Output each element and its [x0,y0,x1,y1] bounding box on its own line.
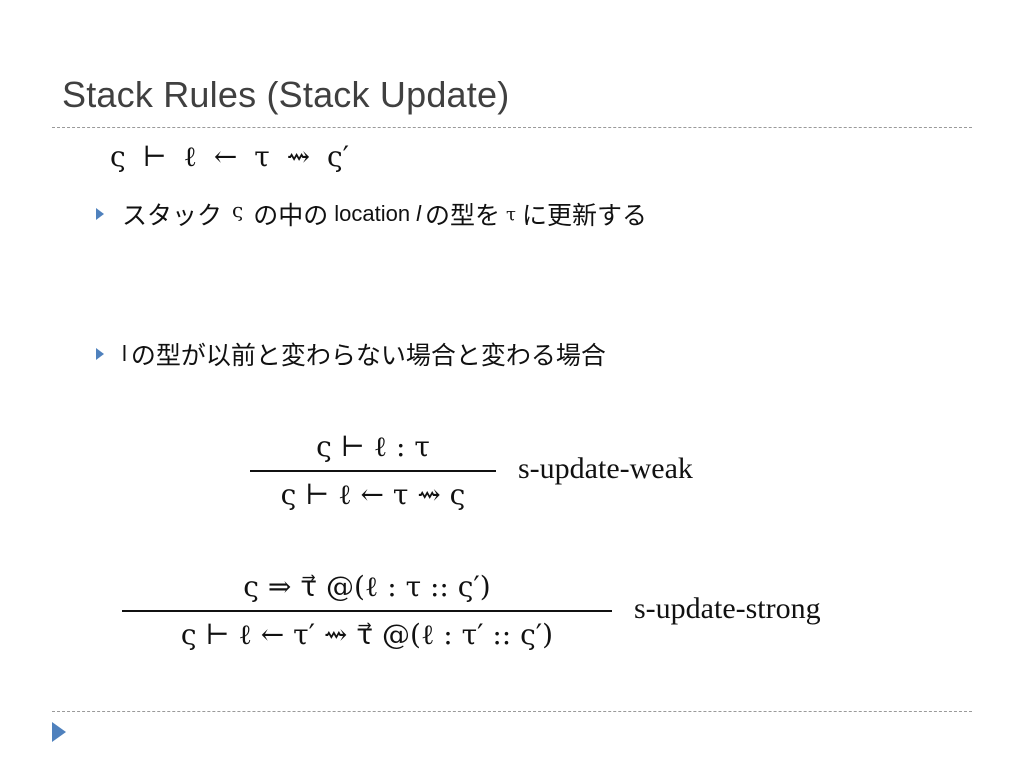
tau-symbol: τ [505,203,516,225]
rule-name: s-update-weak [518,452,693,485]
footer-divider [52,711,972,712]
bullet-text: の型が以前と変わらない場合と変わる場合 [130,341,606,370]
rule-conclusion: ς ⊢ ℓ ← τ ⇝ ς [280,478,466,511]
bullet-item-cases: l の型が以前と変わらない場合と変わる場合 [96,336,606,372]
bullet-text-part2: の中の [253,201,329,230]
stack-update-judgement: ς ⊢ ℓ ← τ ⇝ ς′ [110,140,350,173]
inference-fraction: ς ⇒ τ⃗ @(ℓ : τ :: ς′) ς ⊢ ℓ ← τ′ ⇝ τ⃗ @(… [122,570,612,652]
location-var: l [416,201,421,226]
title-divider [52,127,972,128]
location-var: l [122,341,127,366]
footer-triangle-icon [52,722,66,742]
location-word: location [334,201,411,226]
rule-conclusion: ς ⊢ ℓ ← τ′ ⇝ τ⃗ @(ℓ : τ′ :: ς′) [180,618,554,651]
rule-s-update-strong: ς ⇒ τ⃗ @(ℓ : τ :: ς′) ς ⊢ ℓ ← τ′ ⇝ τ⃗ @(… [122,570,821,652]
bullet-triangle-icon [96,348,104,360]
rule-premise: ς ⇒ τ⃗ @(ℓ : τ :: ς′) [243,570,491,603]
bullet-text-part1: スタック [122,201,223,230]
inference-fraction: ς ⊢ ℓ : τ ς ⊢ ℓ ← τ ⇝ ς [250,430,496,512]
rule-name: s-update-strong [634,592,821,625]
stack-symbol: ς [232,198,244,222]
inference-bar [250,470,496,472]
slide-title: Stack Rules (Stack Update) [62,74,510,115]
bullet-text-part4: に更新する [521,201,647,230]
bullet-triangle-icon [96,208,104,220]
rule-premise: ς ⊢ ℓ : τ [316,430,430,463]
inference-bar [122,610,612,612]
bullet-text-part3: の型を [424,201,500,230]
rule-s-update-weak: ς ⊢ ℓ : τ ς ⊢ ℓ ← τ ⇝ ς s-update-weak [250,430,693,512]
bullet-item-description: スタック ς の中の location l の型を τ に更新する [96,196,647,232]
